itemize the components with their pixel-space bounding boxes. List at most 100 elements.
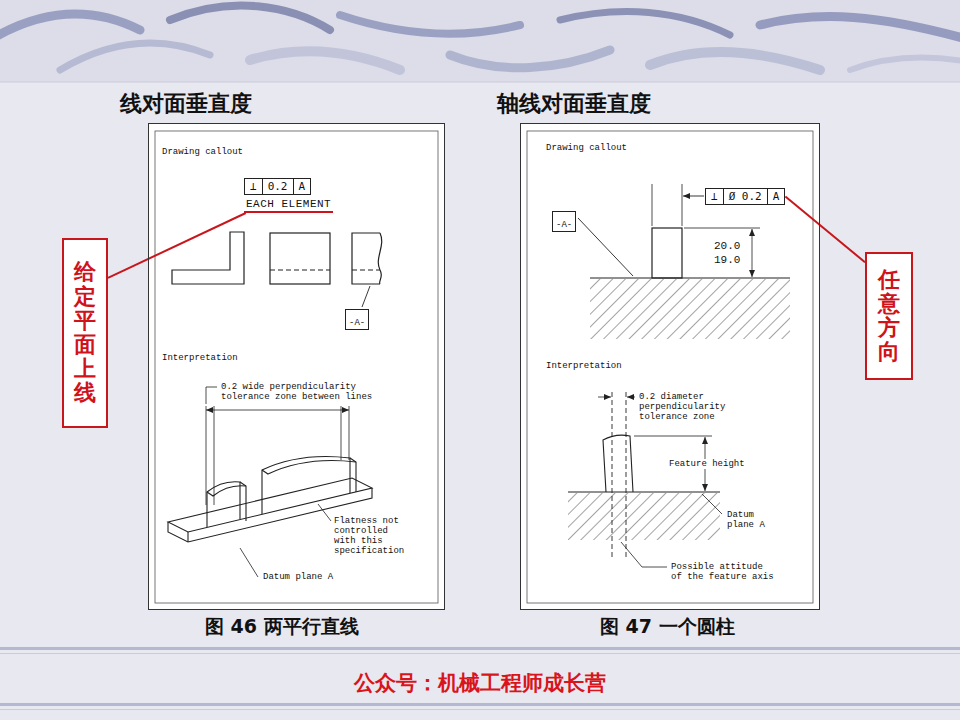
right-callout-drawing xyxy=(684,228,760,229)
left-interpretation-drawing xyxy=(206,406,207,505)
callout-box: 任意方向 xyxy=(865,252,913,380)
datum-box: -A- xyxy=(345,309,369,330)
right-callout-drawing xyxy=(682,184,683,226)
right-interpretation-drawing xyxy=(603,435,633,492)
feature-control-frame: ⊥0.2A EACH ELEMENT xyxy=(244,178,333,213)
right-callout-drawing xyxy=(752,229,753,277)
panel-ground xyxy=(527,131,813,603)
left-interpretation-drawing xyxy=(187,532,188,542)
left-interpretation-drawing xyxy=(207,482,240,527)
annotation: 0.2 diameter perpendicularity tolerance … xyxy=(638,392,732,422)
annotation: 0.2 wide perpendicularity tolerance zone… xyxy=(220,382,380,402)
left-interpretation-drawing xyxy=(206,387,217,404)
panel-heading: Drawing callout xyxy=(162,147,243,157)
frame-cell: ⊥ xyxy=(244,178,263,195)
panel-heading: Interpretation xyxy=(546,361,622,371)
panel-ground xyxy=(148,123,445,610)
right-callout-drawing xyxy=(683,196,704,197)
frame-cell: A xyxy=(767,188,786,205)
left-interpretation-drawing xyxy=(207,486,246,496)
footer-rule xyxy=(0,709,960,710)
right-callout-drawing xyxy=(590,279,790,339)
left-callout-drawing xyxy=(352,269,380,270)
frame-cell: Ø 0.2 xyxy=(723,188,768,205)
left-interpretation-drawing xyxy=(206,410,349,411)
slide-ground xyxy=(0,82,960,83)
annotation: Possible attitude of the feature axis xyxy=(670,562,777,582)
frame-cell: A xyxy=(293,178,312,195)
left-interpretation-drawing xyxy=(349,406,350,460)
slide-ground xyxy=(0,0,960,82)
panel-heading: Drawing callout xyxy=(546,143,627,153)
right-interpretation-drawing xyxy=(634,436,712,437)
frame-row: ⊥0.2A xyxy=(244,178,311,195)
right-callout-drawing xyxy=(652,184,653,226)
panel-ground xyxy=(148,123,820,610)
header-swoosh xyxy=(560,12,730,35)
right-callout-drawing xyxy=(578,184,790,339)
left-interpretation-drawing xyxy=(240,548,258,577)
callout-text: 给定平面上线 xyxy=(74,260,96,405)
left-callout-drawing xyxy=(378,233,381,284)
header-swoosh xyxy=(60,43,210,70)
header-swoosh xyxy=(250,51,400,70)
feature-control-frame: ⊥Ø 0.2A xyxy=(705,188,785,205)
header-swoosh xyxy=(170,6,330,30)
annotation: Feature height xyxy=(668,459,746,469)
left-callout-drawing xyxy=(172,232,382,307)
annotation: 20.0 xyxy=(713,240,741,253)
datum-box: -A- xyxy=(552,211,576,232)
left-interpretation-drawing xyxy=(240,482,246,521)
left-interpretation-drawing xyxy=(350,458,356,492)
leader-line xyxy=(785,197,865,263)
left-interpretation-drawing xyxy=(341,406,342,460)
datum-letter: -A- xyxy=(556,220,572,230)
annotation: Datum plane A xyxy=(726,510,773,530)
left-callout-drawing xyxy=(172,232,244,284)
left-callout-drawing xyxy=(270,269,330,270)
right-interpretation-drawing xyxy=(598,397,611,398)
right-callout-drawing xyxy=(652,228,682,278)
panel-ground xyxy=(520,123,820,610)
left-callout-drawing xyxy=(270,233,330,284)
leader-line xyxy=(108,213,246,278)
frame-note: EACH ELEMENT xyxy=(244,198,333,213)
drawing-panel: Drawing calloutInterpretation ⊥Ø 0.2A -A- xyxy=(520,123,820,610)
frame-row: ⊥Ø 0.2A xyxy=(705,188,785,205)
header-swoosh xyxy=(650,52,820,70)
figure-title: 线对面垂直度 xyxy=(120,89,252,119)
footer-rule xyxy=(0,647,960,650)
header-swoosh xyxy=(0,14,140,40)
left-callout-drawing xyxy=(352,233,380,284)
watermark: 公众号：机械工程师成长营 xyxy=(280,669,680,697)
right-interpretation-drawing xyxy=(568,493,720,540)
left-interpretation-drawing xyxy=(214,406,215,505)
figure-title: 轴线对面垂直度 xyxy=(497,89,651,119)
figure-caption: 图 47 一个圆柱 xyxy=(600,614,735,640)
right-interpretation-drawing xyxy=(627,397,635,398)
figure-caption: 图 46 两平行直线 xyxy=(205,614,359,640)
header-swoosh xyxy=(450,50,610,68)
right-callout-drawing xyxy=(578,218,633,276)
annotation: Flatness not controlled with this specif… xyxy=(333,516,413,556)
header-swoosh xyxy=(760,17,960,40)
header-swoosh xyxy=(0,6,960,70)
annotation: 19.0 xyxy=(713,254,741,267)
frame-cell: 0.2 xyxy=(262,178,294,195)
header-swoosh xyxy=(850,57,960,70)
left-interpretation-drawing xyxy=(262,461,356,475)
left-callout-drawing xyxy=(362,286,370,307)
annotation: Datum plane A xyxy=(262,572,334,582)
panel-ground xyxy=(155,131,438,603)
right-interpretation-drawing xyxy=(568,491,720,492)
callout-text: 任意方向 xyxy=(878,268,900,365)
left-interpretation-drawing xyxy=(318,504,331,521)
footer-rule xyxy=(0,653,960,654)
footer-rule xyxy=(0,703,960,706)
callout-box: 给定平面上线 xyxy=(62,238,108,428)
footer-rule xyxy=(0,647,960,710)
right-interpretation-drawing xyxy=(702,494,722,514)
header-swoosh xyxy=(340,15,520,34)
